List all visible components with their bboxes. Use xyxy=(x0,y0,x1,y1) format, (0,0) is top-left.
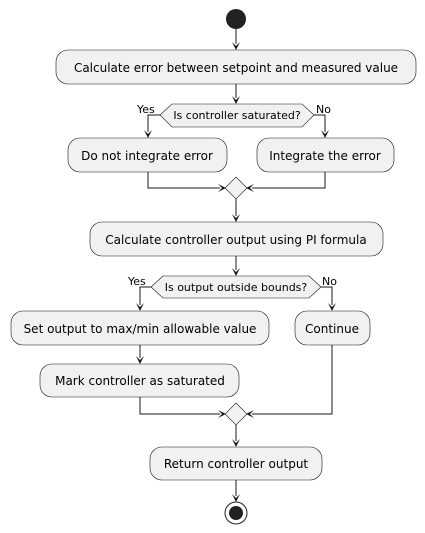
step-return-output: Return controller output xyxy=(149,446,323,481)
start-node xyxy=(226,9,246,29)
arrowhead xyxy=(136,303,144,311)
step-do-not-integrate-label: Do not integrate error xyxy=(81,149,213,163)
step-set-output-label: Set output to max/min allowable value xyxy=(24,322,257,336)
arrowhead xyxy=(232,494,240,502)
connector xyxy=(252,345,333,415)
step-mark-saturated: Mark controller as saturated xyxy=(39,363,240,398)
step-integrate-error: Integrate the error xyxy=(256,137,395,173)
merge-node xyxy=(224,176,248,200)
step-calculate-output: Calculate controller output using PI for… xyxy=(89,221,384,257)
connector xyxy=(139,397,220,415)
connector xyxy=(147,114,160,132)
branch-label-no: No xyxy=(316,103,331,116)
arrowhead xyxy=(136,356,144,364)
arrowhead xyxy=(232,42,240,50)
arrowhead xyxy=(232,96,240,104)
decision-output-bounds: Is output outside bounds? xyxy=(150,275,322,299)
step-set-output: Set output to max/min allowable value xyxy=(10,310,270,346)
connector xyxy=(147,172,220,189)
arrowhead xyxy=(232,214,240,222)
connector xyxy=(321,286,333,305)
arrowhead xyxy=(328,303,336,311)
step-continue-label: Continue xyxy=(305,322,359,336)
arrowhead xyxy=(321,130,329,138)
arrowhead xyxy=(144,130,152,138)
step-calculate-output-label: Calculate controller output using PI for… xyxy=(105,233,366,247)
connector xyxy=(252,172,326,189)
merge-node xyxy=(224,402,248,426)
step-calculate-error: Calculate error between setpoint and mea… xyxy=(55,49,417,85)
branch-label-yes: Yes xyxy=(136,103,155,116)
arrowhead xyxy=(218,184,226,192)
step-do-not-integrate: Do not integrate error xyxy=(67,137,228,173)
step-calculate-error-label: Calculate error between setpoint and mea… xyxy=(74,61,398,75)
arrowhead xyxy=(218,410,226,418)
step-continue: Continue xyxy=(294,310,371,346)
decision-controller-saturated: Is controller saturated? xyxy=(159,103,315,128)
arrowhead xyxy=(246,410,254,418)
step-integrate-error-label: Integrate the error xyxy=(269,149,381,163)
arrowhead xyxy=(232,268,240,276)
branch-label-yes: Yes xyxy=(127,275,146,288)
decision-controller-saturated-question: Is controller saturated? xyxy=(173,109,301,122)
end-node xyxy=(224,501,248,525)
branch-label-no: No xyxy=(322,275,337,288)
decision-output-bounds-question: Is output outside bounds? xyxy=(165,281,308,294)
arrowhead xyxy=(246,184,254,192)
step-return-output-label: Return controller output xyxy=(164,457,309,471)
connector xyxy=(314,114,326,132)
step-mark-saturated-label: Mark controller as saturated xyxy=(55,374,225,388)
arrowhead xyxy=(232,439,240,447)
connector xyxy=(139,286,151,305)
